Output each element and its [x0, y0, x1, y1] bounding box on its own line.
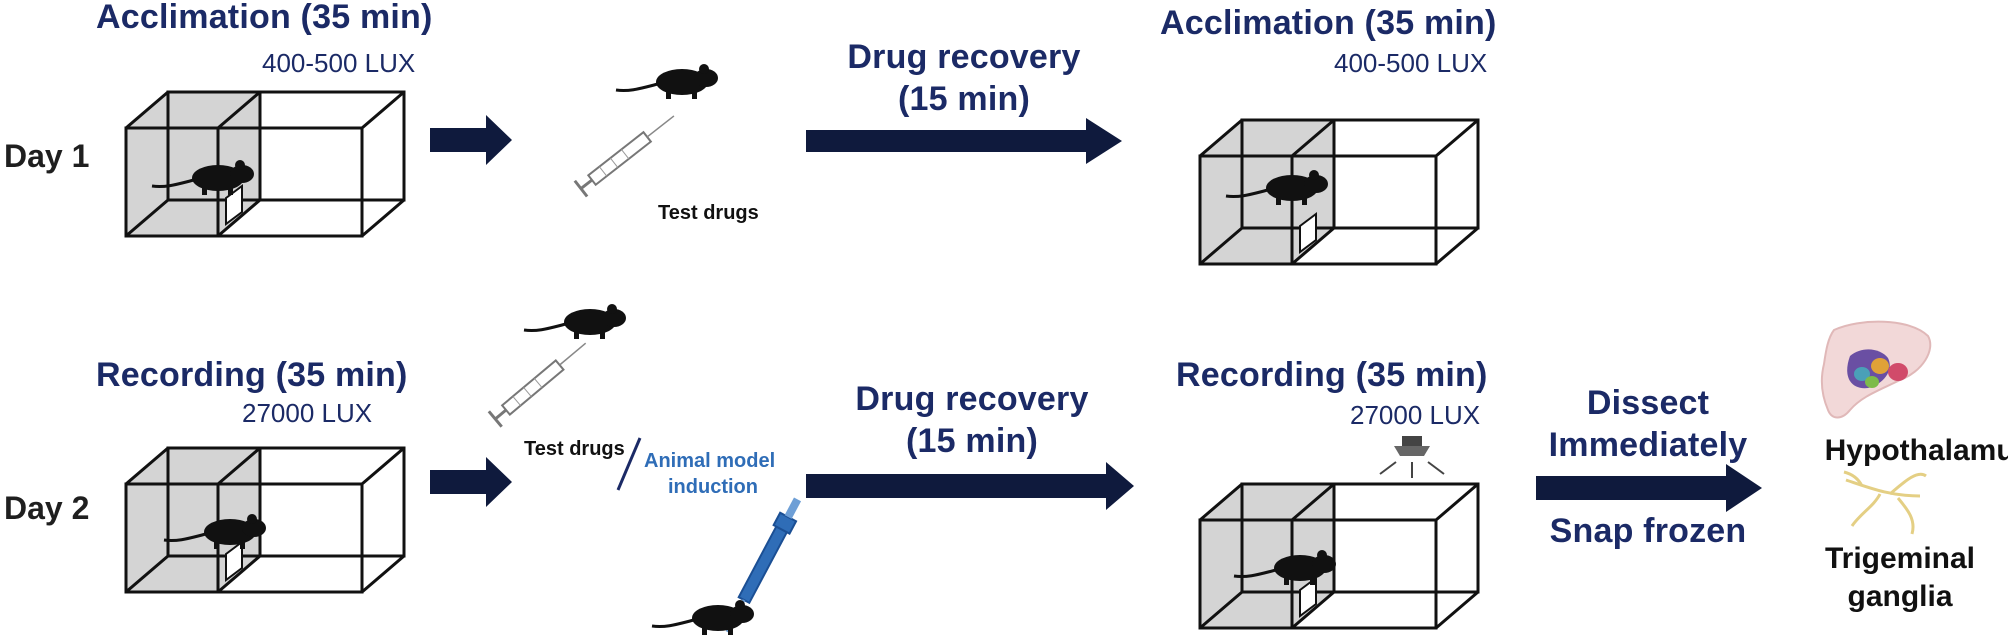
hypothalamus-label: Hypothalamus — [1824, 434, 2008, 467]
day2-recovery-line1: Drug recovery — [855, 380, 1089, 418]
day-1-label: Day 1 — [4, 138, 90, 174]
day1-cage-end — [1198, 118, 1480, 266]
dissect-line2: Immediately — [1548, 426, 1748, 464]
day2-recording-title: Recording (35 min) — [96, 356, 408, 394]
brain-hypothalamus-illustration — [1820, 320, 1932, 419]
day-2-label: Day 2 — [4, 490, 90, 526]
day1-cage-start — [124, 90, 406, 238]
day2-injection-illustration — [487, 302, 802, 637]
day1-arrow-to-injection — [430, 115, 512, 165]
lamp-icon — [1379, 436, 1445, 478]
day1-injection-illustration — [573, 62, 720, 198]
trigeminal-label-line2: ganglia — [1847, 580, 1953, 613]
day2-animal-model-line2: induction — [668, 476, 758, 498]
snap-frozen-label: Snap frozen — [1549, 512, 1747, 550]
day1-acclimation-lux: 400-500 LUX — [262, 48, 416, 78]
day2-recovery-arrow — [806, 462, 1134, 510]
day2-recording2-title: Recording (35 min) — [1176, 356, 1488, 394]
day1-recovery-line1: Drug recovery — [847, 38, 1081, 76]
dissect-arrow — [1536, 464, 1762, 512]
dissect-line1: Dissect — [1586, 384, 1710, 422]
day2-recording2-lux: 27000 LUX — [1350, 400, 1481, 430]
day2-recording-lux: 27000 LUX — [242, 398, 373, 428]
day1-acclimation-title: Acclimation (35 min) — [96, 0, 433, 36]
day2-animal-model-line1: Animal model — [644, 450, 776, 472]
day2-arrow-to-injection — [430, 457, 512, 507]
day1-recovery-arrow — [806, 118, 1122, 164]
day1-acclimation2-title: Acclimation (35 min) — [1160, 4, 1497, 42]
day1-acclimation2-lux: 400-500 LUX — [1334, 48, 1488, 78]
day2-recovery-line2: (15 min) — [906, 422, 1038, 460]
day2-cage-start — [124, 446, 406, 594]
day2-test-drugs-label: Test drugs — [524, 438, 625, 460]
trigeminal-ganglia-illustration — [1843, 470, 1927, 535]
trigeminal-label-line1: Trigeminal — [1824, 542, 1976, 575]
day1-test-drugs-label: Test drugs — [658, 202, 759, 224]
day2-cage-end — [1198, 482, 1480, 630]
day1-recovery-line2: (15 min) — [898, 80, 1030, 118]
